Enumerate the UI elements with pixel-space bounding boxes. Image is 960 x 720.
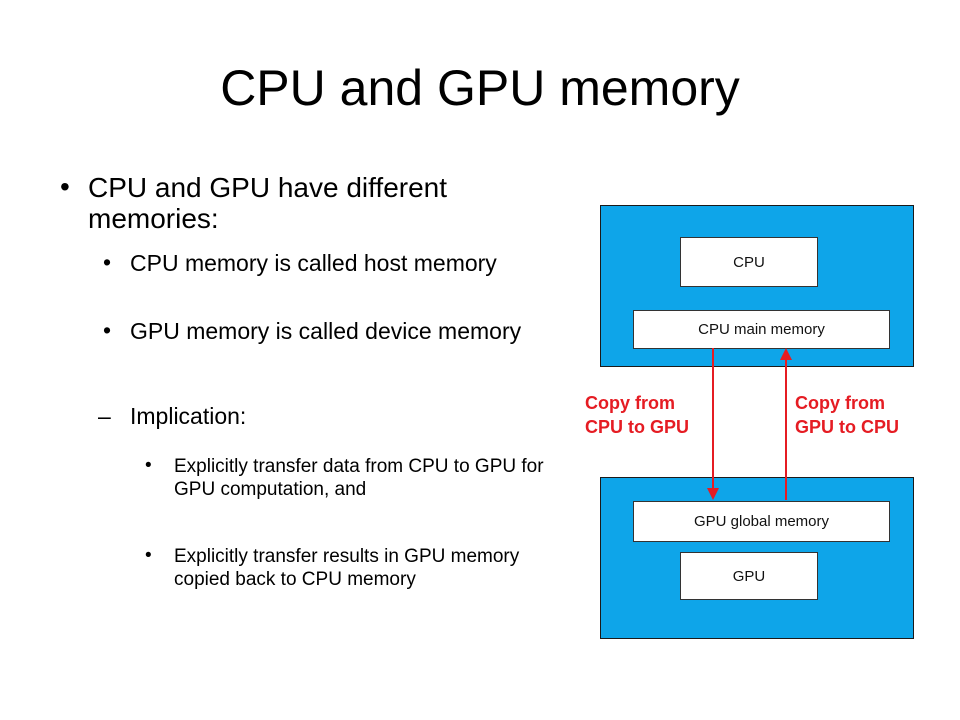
dash-marker: – — [98, 403, 111, 429]
gpu-memory-box: GPU global memory — [633, 501, 890, 542]
bullet-dot: • — [60, 171, 70, 202]
bullet-dot: • — [145, 545, 152, 566]
bullet-dot: • — [103, 249, 112, 275]
copy-gpu-to-cpu-label: Copy from GPU to CPU — [795, 393, 900, 437]
cpu-memory-label: CPU main memory — [698, 321, 825, 338]
arrowhead-down — [707, 488, 719, 500]
bullet-host-memory: • CPU memory is called host memory — [103, 249, 530, 276]
bullet-implication-text: Implication: — [130, 403, 247, 429]
slide-title: CPU and GPU memory — [220, 60, 740, 116]
bullet-host-memory-text: CPU memory is called host memory — [130, 250, 497, 276]
bullet-transfer-results-text: Explicitly transfer results in GPU memor… — [174, 546, 520, 590]
bullet-dot: • — [145, 455, 152, 476]
gpu-label: GPU — [732, 567, 766, 585]
gpu-memory-label: GPU global memory — [693, 513, 830, 530]
bullet-device-memory: • GPU memory is called device memory — [103, 317, 530, 344]
bullet-dot: • — [103, 317, 112, 343]
bullet-implication: – Implication: — [98, 403, 430, 429]
bullet-main-text: CPU and GPU have different memories: — [88, 172, 448, 234]
cpu-label: CPU — [733, 253, 765, 271]
bullet-main: • CPU and GPU have different memories: — [60, 171, 548, 234]
bullet-transfer-results: • Explicitly transfer results in GPU mem… — [145, 545, 549, 591]
gpu-box: GPU — [680, 552, 818, 600]
bullet-device-memory-text: GPU memory is called device memory — [130, 318, 522, 344]
cpu-box: CPU — [680, 237, 818, 287]
bullet-transfer-data: • Explicitly transfer data from CPU to G… — [145, 455, 549, 501]
bullet-transfer-data-text: Explicitly transfer data from CPU to GPU… — [174, 456, 544, 500]
arrowhead-up — [780, 348, 792, 360]
copy-cpu-to-gpu-label: Copy from CPU to GPU — [585, 393, 690, 437]
cpu-memory-box: CPU main memory — [633, 310, 890, 349]
